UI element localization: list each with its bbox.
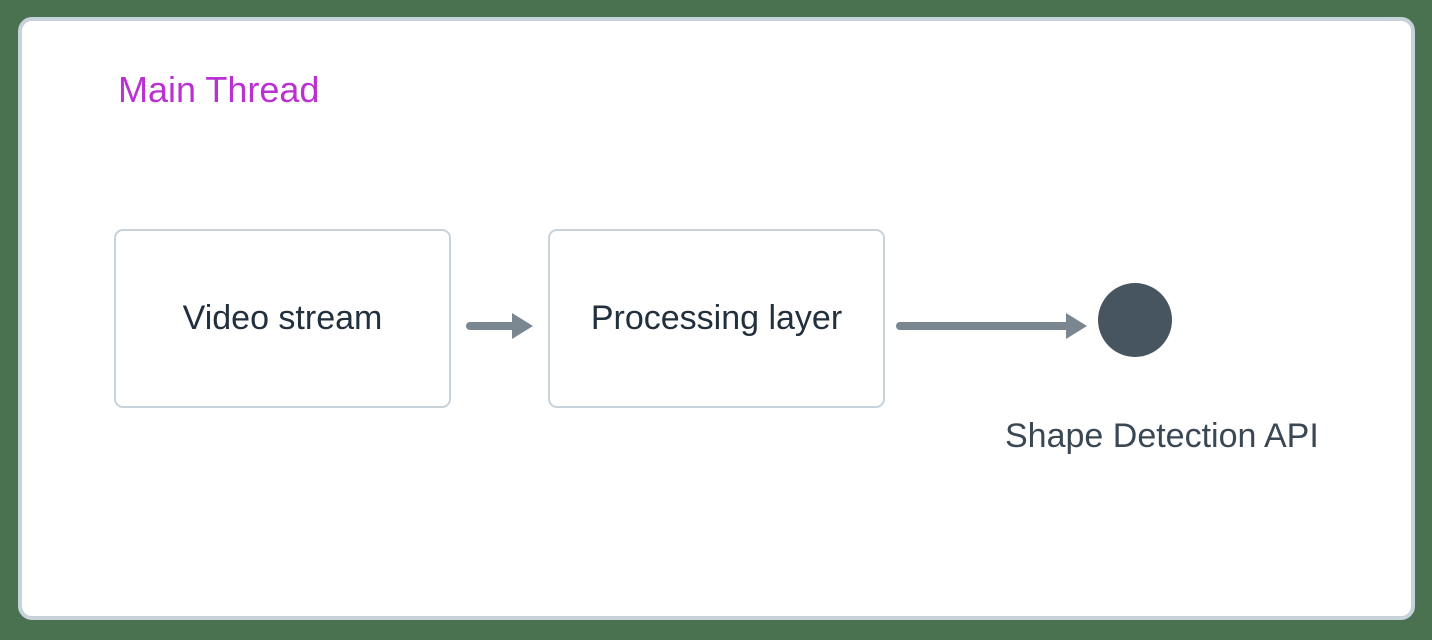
arrow-right-icon (466, 313, 533, 339)
node-video-stream-label: Video stream (182, 299, 383, 337)
shape-detection-api-node (1098, 283, 1172, 357)
node-processing-layer-label: Processing layer (590, 299, 843, 337)
arrow-right-icon (896, 313, 1087, 339)
node-processing-layer: Processing layer (548, 229, 885, 408)
main-thread-panel: Main Thread Video stream Processing laye… (18, 17, 1415, 620)
shape-detection-api-label: Shape Detection API (1005, 417, 1319, 455)
node-video-stream: Video stream (114, 229, 451, 408)
main-thread-label: Main Thread (118, 69, 320, 110)
